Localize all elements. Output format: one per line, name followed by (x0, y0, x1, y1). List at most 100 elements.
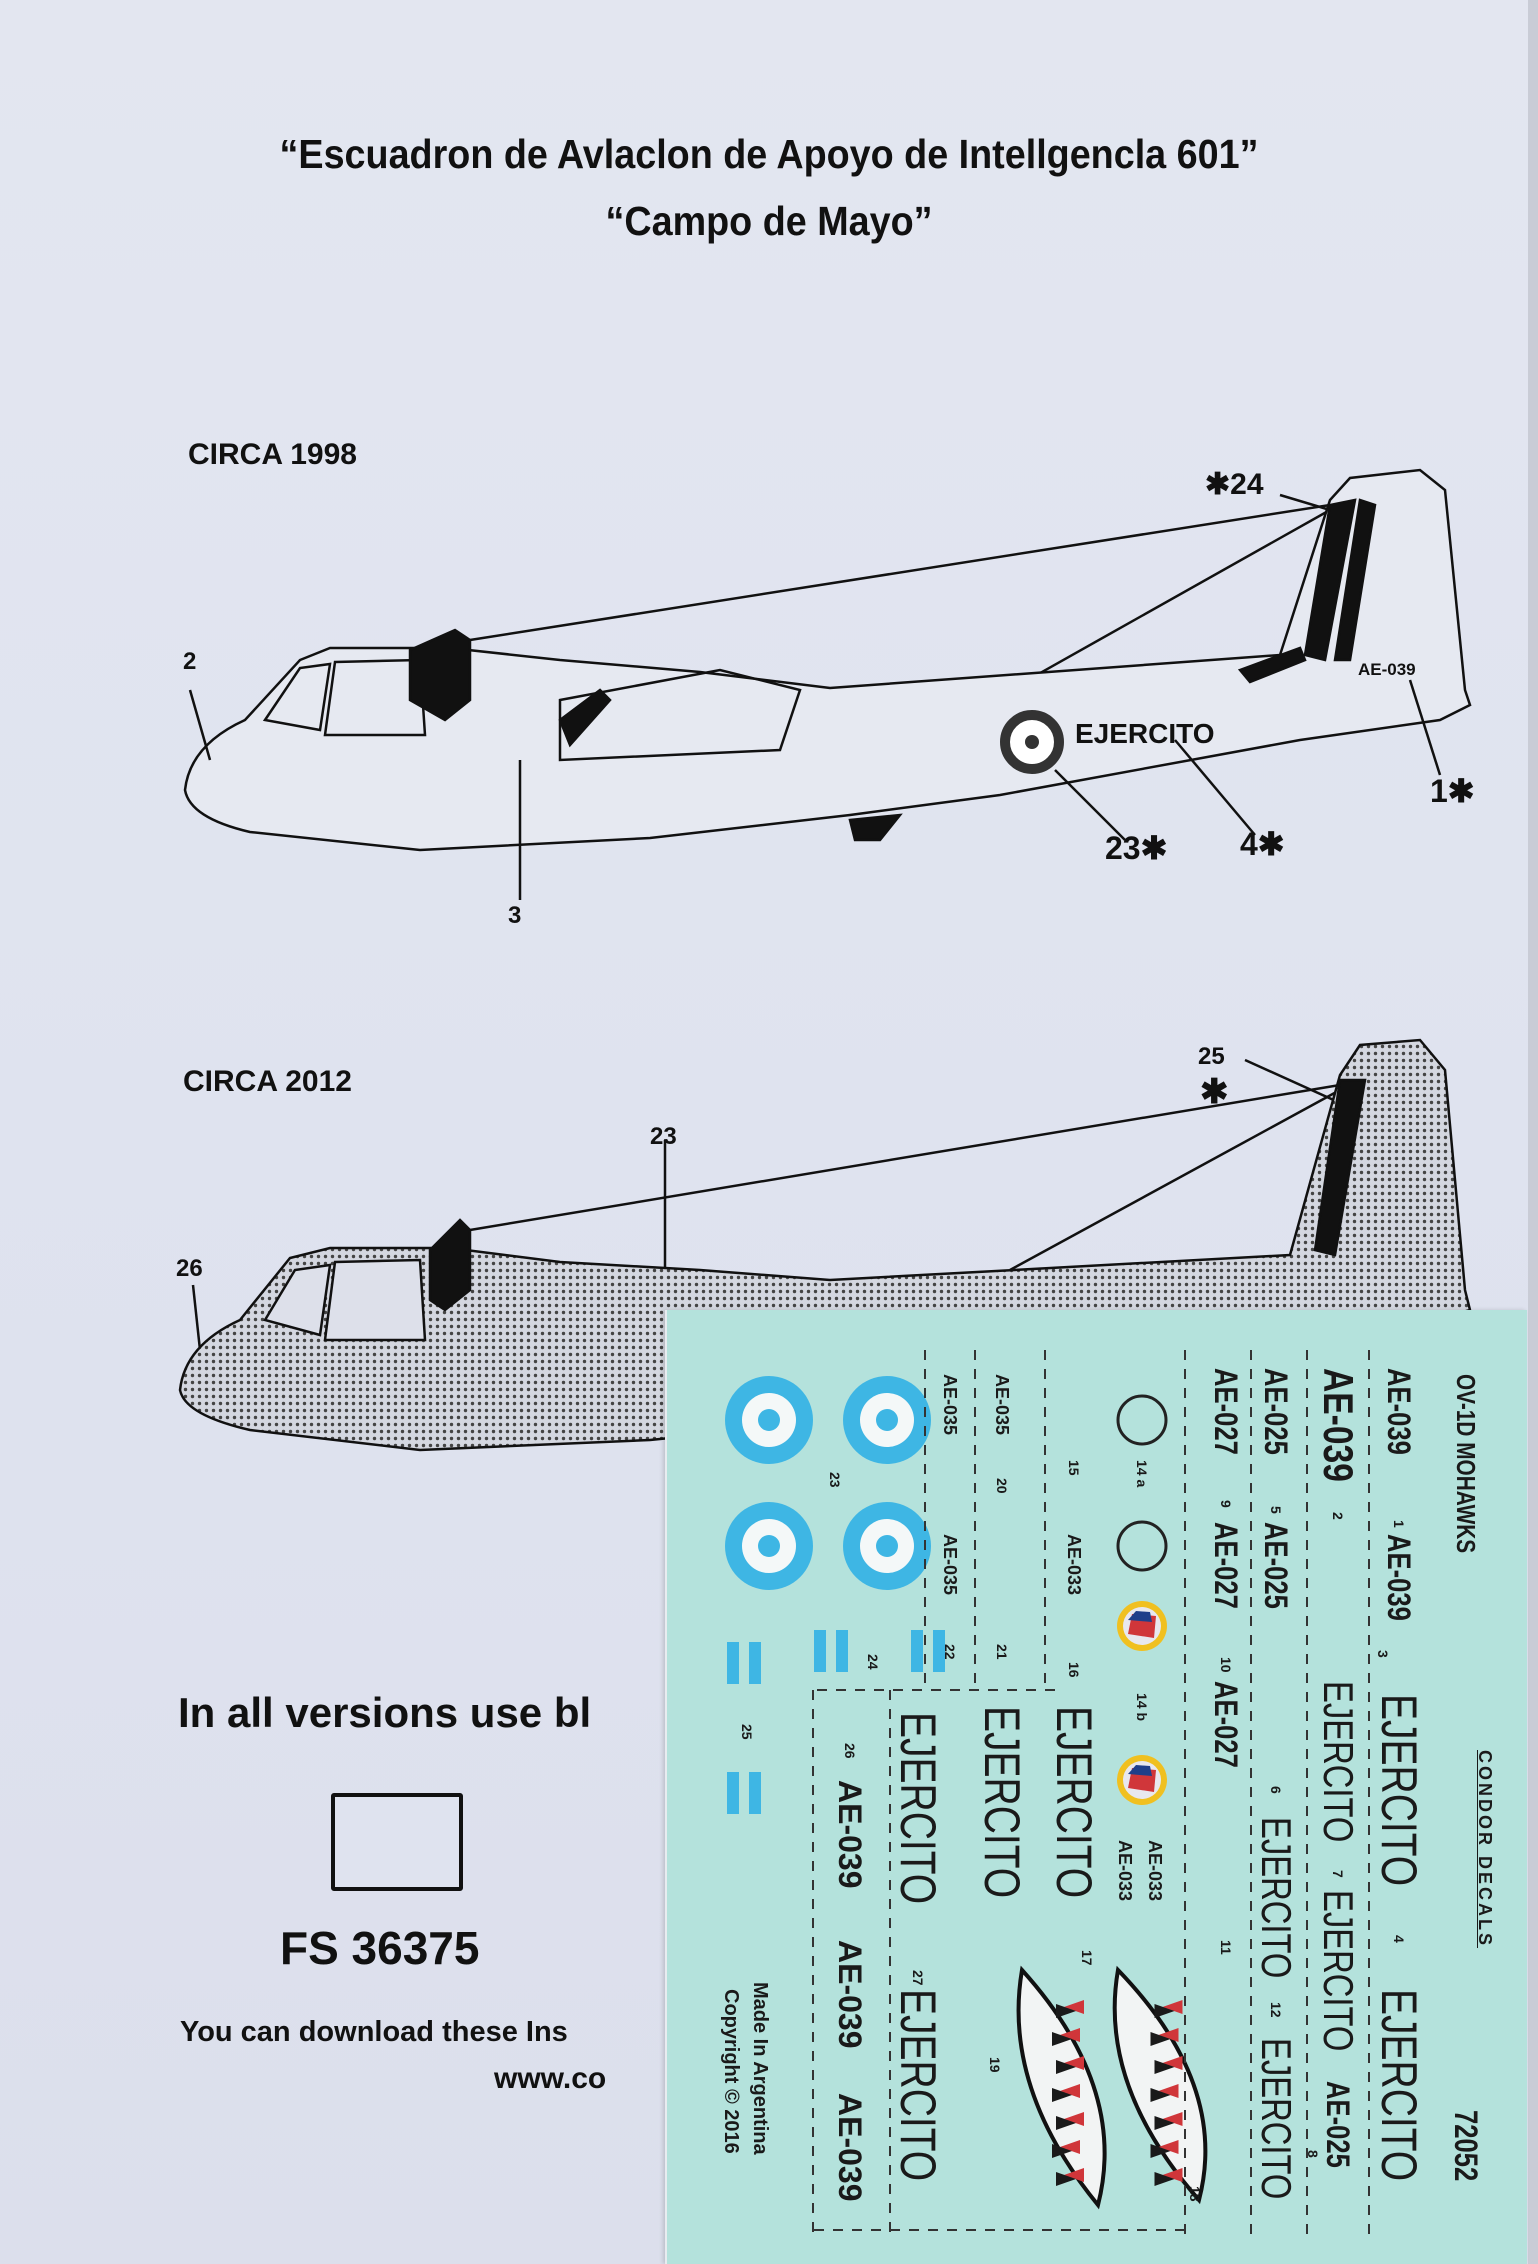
decal-number: 5 (1268, 1506, 1284, 1514)
shark-mouth-18-tooth (1158, 2028, 1179, 2042)
decal-number: 20 (994, 1478, 1010, 1494)
decal-ejercito: EJERCITO (1371, 1989, 1427, 2182)
flag-stripe-decal (911, 1630, 923, 1672)
copyright-text: Copyright © 2016 (720, 1989, 742, 2154)
decal-serial: AE-035 (940, 1374, 960, 1436)
decal-serial: AE-039 (1381, 1534, 1417, 1621)
decal-ejercito: EJERCITO (1315, 1681, 1362, 1843)
download-text: You can download these Ins (180, 2016, 568, 2048)
decal-number: 14 b (1134, 1693, 1150, 1722)
shark-mouth-19-tooth (1060, 2084, 1080, 2098)
decal-serial: AE-033 (1145, 1840, 1165, 1902)
decal-serial: AE-027 (1208, 1522, 1244, 1609)
decal-number: 10 (1218, 1657, 1234, 1673)
callout-26: 26 (176, 1255, 203, 1282)
decal-serial: AE-027 (1208, 1681, 1244, 1768)
decal-serial: AE-039 (832, 1940, 868, 2049)
unit-badge-blue (1128, 1611, 1152, 1622)
callout-25: 25 (1198, 1043, 1225, 1070)
decal-ejercito: EJERCITO (1046, 1706, 1102, 1899)
shark-mouth-18-tooth (1150, 2032, 1171, 2046)
shark-mouth-19-tooth (1064, 2168, 1084, 2182)
decal-number: 9 (1218, 1500, 1234, 1508)
shark-mouth-19-tooth (1052, 2032, 1072, 2046)
decal-number: 6 (1268, 1786, 1284, 1794)
decal-graphics (725, 1350, 1370, 2240)
flag-stripe-decal (749, 1772, 761, 1814)
decal-number: 22 (942, 1644, 958, 1660)
decal-number: 17 (1079, 1950, 1095, 1966)
decal-serial: AE-039 (832, 1780, 868, 1889)
shark-mouth-18-tooth (1158, 2084, 1179, 2098)
decal-serial: AE-035 (940, 1534, 960, 1596)
circa-2012-label: CIRCA 2012 (183, 1065, 352, 1098)
made-in-text: Made In Argentina (749, 1982, 771, 2155)
shark-mouth-18-tooth (1154, 2004, 1175, 2018)
website-url[interactable]: www.co (494, 2062, 607, 2095)
shark-mouth-18 (1112, 1965, 1208, 2205)
decal-serial: AE-039 (1381, 1368, 1417, 1455)
flag-stripe-decal (749, 1642, 761, 1684)
shark-mouth-18-tooth (1154, 2060, 1175, 2074)
shark-mouth-18-tooth (1154, 2116, 1175, 2130)
shark-mouth-19-tooth (1064, 2000, 1084, 2014)
shark-mouth-19-tooth (1060, 2140, 1080, 2154)
shark-mouth-19 (1016, 1965, 1107, 2210)
unit-badge-outline (1116, 1394, 1168, 1446)
shark-mouth-18-tooth (1162, 2168, 1183, 2182)
paint-code: FS 36375 (280, 1922, 480, 1974)
decal-number: 24 (865, 1654, 881, 1670)
flag-stripe-decal (814, 1630, 826, 1672)
decal-number: 1 (1391, 1520, 1407, 1528)
flag-stripe-decal (836, 1630, 848, 1672)
shark-mouth-18-tooth (1150, 2144, 1171, 2158)
decal-serial: AE-035 (992, 1374, 1012, 1436)
callout-23: 23✱ (1105, 830, 1168, 866)
decal-number: 2 (1330, 1512, 1346, 1520)
decal-number: 23 (827, 1472, 843, 1488)
decal-serial: AE-033 (1064, 1534, 1084, 1596)
decal-ejercito: EJERCITO (1315, 1890, 1362, 2052)
decal-number: 21 (994, 1644, 1010, 1660)
condor-decals-logo: CONDOR DECALS (1475, 1750, 1495, 1949)
decal-serial: AE-025 (1258, 1522, 1294, 1609)
title-line-1: “Escuadron de Avlaclon de Apoyo de Intel… (279, 131, 1259, 177)
decal-serial: AE-039 (1315, 1368, 1362, 1482)
shark-mouth-19-tooth (1052, 2144, 1072, 2158)
shark-mouth-18-tooth (1150, 2088, 1171, 2102)
decal-serial: AE-039 (832, 2093, 868, 2202)
decal-number: 25 (739, 1724, 755, 1740)
flag-stripe-decal (727, 1642, 739, 1684)
decal-number: 11 (1218, 1940, 1234, 1955)
unit-badge-blue (1128, 1765, 1152, 1776)
callout-1: 1✱ (1430, 773, 1475, 809)
decal-number: 15 (1066, 1460, 1082, 1476)
shark-mouth-19-tooth (1056, 2116, 1076, 2130)
shark-mouth-19-tooth (1056, 2172, 1076, 2186)
shark-mouth-19-tooth (1056, 2004, 1076, 2018)
shark-mouth-18-tooth (1162, 2056, 1183, 2070)
decal-number: 27 (910, 1970, 926, 1986)
decal-serial: AE-025 (1320, 2081, 1356, 2168)
shark-mouth-19-tooth (1060, 2028, 1080, 2042)
decal-ejercito: EJERCITO (974, 1706, 1030, 1899)
decal-serial: AE-027 (1208, 1368, 1244, 1455)
decal-number: 18 (1187, 2186, 1203, 2202)
callout-asterisk: ✱ (1200, 1073, 1229, 1111)
callout-24: ✱24 (1205, 468, 1264, 501)
roundel-center (876, 1535, 898, 1557)
decal-sheet-title: OV-1D MOHAWKS (1451, 1374, 1481, 1554)
decal-number: 26 (842, 1743, 858, 1759)
decal-sheet-code: 72052 (1448, 2110, 1484, 2182)
decal-sheet-content: OV-1D MOHAWKS 72052 CONDOR DECALS Made I… (665, 1310, 1525, 2264)
decal-number: 19 (987, 2057, 1003, 2073)
circa-1998-label: CIRCA 1998 (188, 438, 357, 471)
flag-stripe-decal (727, 1772, 739, 1814)
shark-mouth-18-tooth (1162, 2112, 1183, 2126)
decal-ejercito: EJERCITO (1371, 1694, 1427, 1887)
decal-number: 4 (1391, 1935, 1407, 1943)
ejercito-marking-1998: EJERCITO (1075, 718, 1215, 749)
unit-badge-outline (1116, 1520, 1168, 1572)
flag-stripe-decal (933, 1630, 945, 1672)
decal-number: 3 (1375, 1650, 1391, 1658)
